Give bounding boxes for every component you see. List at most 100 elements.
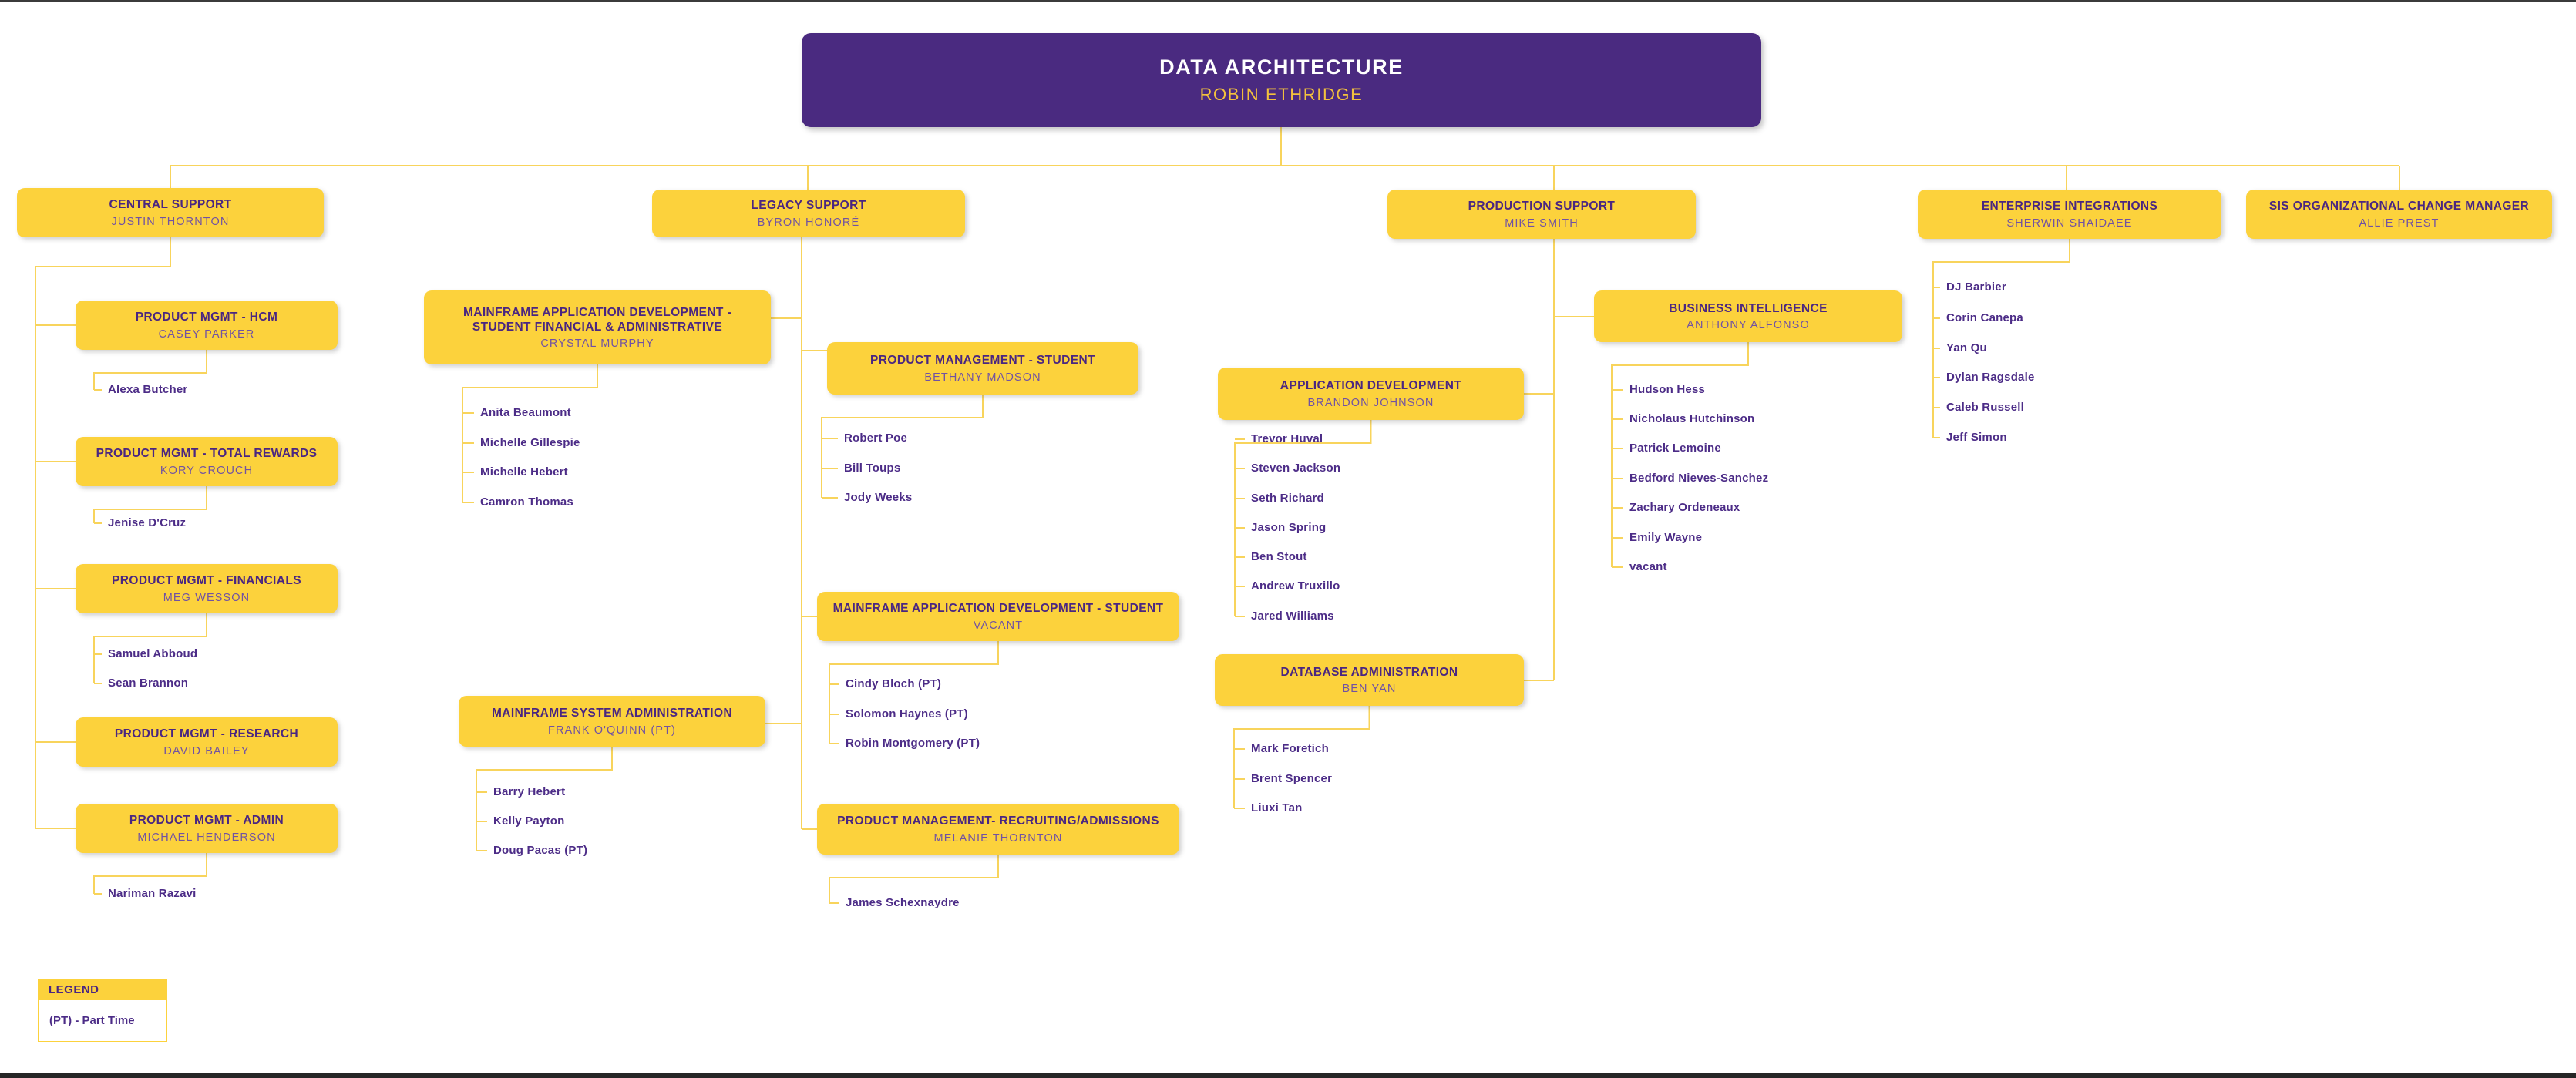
dept-box-pm-student: PRODUCT MANAGEMENT - STUDENT BETHANY MADS… xyxy=(827,342,1138,395)
member-name: Jenise D'Cruz xyxy=(108,516,187,530)
connector-line xyxy=(1233,706,1370,808)
dept-box-mf-sysadmin: MAINFRAME SYSTEM ADMINISTRATION FRANK O'Q… xyxy=(459,696,765,747)
connector-line xyxy=(462,364,598,502)
dept-manager: ALLIE PREST xyxy=(2359,217,2440,230)
member-name: Patrick Lemoine xyxy=(1629,442,1721,455)
dept-box-pm-research: PRODUCT MGMT - RESEARCH DAVID BAILEY xyxy=(76,717,338,767)
member-name: Kelly Payton xyxy=(493,814,565,828)
dept-manager: JUSTIN THORNTON xyxy=(111,215,230,228)
dept-manager: CRYSTAL MURPHY xyxy=(540,338,654,351)
dept-box-pm-admin: PRODUCT MGMT - ADMIN MICHAEL HENDERSON xyxy=(76,804,338,853)
member-name: Steven Jackson xyxy=(1251,462,1341,475)
member-name: Mark Foretich xyxy=(1251,742,1329,756)
member-name: Anita Beaumont xyxy=(480,406,571,420)
dept-title: BUSINESS INTELLIGENCE xyxy=(1669,301,1828,315)
dept-title: MAINFRAME SYSTEM ADMINISTRATION xyxy=(491,707,733,720)
dept-box-business-intelligence: BUSINESS INTELLIGENCE ANTHONY ALFONSO xyxy=(1594,290,1902,342)
member-name: Zachary Ordeneaux xyxy=(1629,501,1740,515)
dept-manager: BEN YAN xyxy=(1342,683,1397,696)
member-name: Cindy Bloch (PT) xyxy=(846,677,942,691)
dept-manager: MEG WESSON xyxy=(163,591,251,604)
window-top-border xyxy=(0,0,2576,2)
member-name: Bill Toups xyxy=(844,462,901,475)
dept-title: CENTRAL SUPPORT xyxy=(109,198,232,212)
member-name: vacant xyxy=(1629,560,1667,574)
member-name: Liuxi Tan xyxy=(1251,801,1303,815)
dept-title: PRODUCT MGMT - TOTAL REWARDS xyxy=(96,447,318,461)
legend-title: LEGEND xyxy=(38,979,167,1000)
member-name: Solomon Haynes (PT) xyxy=(846,707,968,721)
dept-box-pm-hcm: PRODUCT MGMT - HCM CASEY PARKER xyxy=(76,301,338,350)
member-name: Barry Hebert xyxy=(493,785,566,799)
dept-title: PRODUCT MANAGEMENT - STUDENT xyxy=(870,354,1095,368)
dept-title: PRODUCT MGMT - HCM xyxy=(135,311,278,324)
dept-box-legacy-support: LEGACY SUPPORT BYRON HONORÉ xyxy=(652,190,965,237)
member-name: Sean Brannon xyxy=(108,677,189,690)
member-name: Caleb Russell xyxy=(1946,401,2024,415)
dept-title: PRODUCT MGMT - RESEARCH xyxy=(114,727,299,741)
dept-manager: VACANT xyxy=(973,619,1024,632)
dept-manager: ANTHONY ALFONSO xyxy=(1687,319,1810,332)
legend-text: (PT) - Part Time xyxy=(38,1000,167,1042)
member-name: Samuel Abboud xyxy=(108,647,198,661)
dept-box-mf-sfa: MAINFRAME APPLICATION DEVELOPMENT - STUD… xyxy=(424,290,771,364)
dept-title: SIS ORGANIZATIONAL CHANGE MANAGER xyxy=(2268,200,2530,213)
dept-manager: CASEY PARKER xyxy=(158,327,255,341)
dept-title: LEGACY SUPPORT xyxy=(751,199,866,213)
member-name: DJ Barbier xyxy=(1946,280,2006,294)
dept-box-central-support: CENTRAL SUPPORT JUSTIN THORNTON xyxy=(17,188,324,237)
member-name: James Schexnaydre xyxy=(846,896,960,910)
dept-title: PRODUCT MANAGEMENT- RECRUITING/ADMISSION… xyxy=(837,814,1159,828)
dept-manager: BETHANY MADSON xyxy=(924,371,1041,384)
dept-manager: KORY CROUCH xyxy=(160,464,254,477)
dept-manager: DAVID BAILEY xyxy=(163,744,250,757)
member-name: Doug Pacas (PT) xyxy=(493,844,588,858)
member-name: Ben Stout xyxy=(1251,550,1307,564)
dept-box-pm-total-rewards: PRODUCT MGMT - TOTAL REWARDS KORY CROUCH xyxy=(76,437,338,486)
dept-title: PRODUCT MGMT - FINANCIALS xyxy=(112,574,301,588)
member-name: Hudson Hess xyxy=(1629,383,1706,397)
member-name: Michelle Hebert xyxy=(480,465,568,479)
dept-title: ENTERPRISE INTEGRATIONS xyxy=(1981,200,2158,213)
dept-box-mf-student: MAINFRAME APPLICATION DEVELOPMENT - STUD… xyxy=(817,592,1179,641)
root-manager: ROBIN ETHRIDGE xyxy=(1199,85,1364,104)
dept-manager: BRANDON JOHNSON xyxy=(1307,396,1434,409)
member-name: Nicholaus Hutchinson xyxy=(1629,412,1755,426)
dept-manager: MICHAEL HENDERSON xyxy=(137,831,276,844)
dept-title: APPLICATION DEVELOPMENT xyxy=(1280,379,1462,393)
window-bottom-border xyxy=(0,1073,2576,1078)
member-name: Jared Williams xyxy=(1251,610,1334,623)
connector-line xyxy=(476,747,613,851)
dept-box-db-admin: DATABASE ADMINISTRATION BEN YAN xyxy=(1215,654,1524,706)
dept-title: MAINFRAME APPLICATION DEVELOPMENT - STUD… xyxy=(462,305,732,334)
member-name: Corin Canepa xyxy=(1946,311,2023,325)
member-name: Trevor Huval xyxy=(1251,432,1323,446)
member-name: Bedford Nieves-Sanchez xyxy=(1629,472,1769,485)
member-name: Robin Montgomery (PT) xyxy=(846,737,980,751)
dept-manager: MIKE SMITH xyxy=(1505,217,1579,230)
member-name: Dylan Ragsdale xyxy=(1946,371,2035,385)
dept-box-sis-ocm: SIS ORGANIZATIONAL CHANGE MANAGER ALLIE P… xyxy=(2246,190,2552,239)
dept-title: MAINFRAME APPLICATION DEVELOPMENT - STUD… xyxy=(832,602,1164,616)
dept-title: DATABASE ADMINISTRATION xyxy=(1280,665,1458,679)
root-title: DATA ARCHITECTURE xyxy=(1159,55,1404,79)
dept-title: PRODUCT MGMT - ADMIN xyxy=(129,814,284,828)
member-name: Alexa Butcher xyxy=(108,383,188,397)
member-name: Nariman Razavi xyxy=(108,887,197,901)
dept-manager: BYRON HONORÉ xyxy=(757,216,860,229)
dept-box-production-support: PRODUCTION SUPPORT MIKE SMITH xyxy=(1387,190,1696,239)
member-name: Jason Spring xyxy=(1251,521,1327,535)
member-name: Jeff Simon xyxy=(1946,431,2007,445)
dept-manager: FRANK O'QUINN (PT) xyxy=(548,724,676,737)
member-name: Seth Richard xyxy=(1251,492,1324,505)
dept-title: PRODUCTION SUPPORT xyxy=(1468,200,1616,213)
member-name: Brent Spencer xyxy=(1251,772,1333,786)
member-name: Yan Qu xyxy=(1946,341,1987,355)
member-name: Michelle Gillespie xyxy=(480,436,580,450)
member-name: Andrew Truxillo xyxy=(1251,579,1340,593)
member-name: Emily Wayne xyxy=(1629,531,1703,545)
dept-box-pm-recruiting: PRODUCT MANAGEMENT- RECRUITING/ADMISSION… xyxy=(817,804,1179,855)
member-name: Jody Weeks xyxy=(844,491,913,505)
